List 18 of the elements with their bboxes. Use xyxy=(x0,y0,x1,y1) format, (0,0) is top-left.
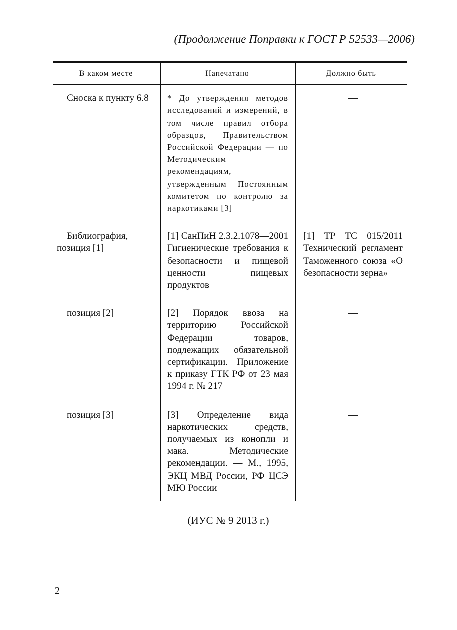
caption: (ИУС № 9 2013 г.) xyxy=(186,516,270,527)
table-cell-text: [1] СанПиН 2.3.2.1078—2001 Гигиенические требования к безопасности и пищевой ценности пищевых продуктов xyxy=(166,231,290,292)
table-cell-text: позиция [3] xyxy=(66,410,116,422)
table-cell-text: Сноска к пункту 6.8 xyxy=(66,93,150,106)
table-cell-text: — xyxy=(347,93,360,106)
running-header: (Продолжение Поправки к ГОСТ Р 52533—2006) xyxy=(174,34,415,46)
table-cell-text: * До утверждения методов исследований и измерений, в том числе правил отбора образцов, Правительством Российской Федерации — по Методическим рекомендациям, утвержденным Постоянным комитетом по контролю за наркотиками [3] xyxy=(166,93,290,216)
table-cell-text: — xyxy=(347,308,360,320)
table-cell-text: Библиография, позиция [1] xyxy=(56,231,130,256)
table-cell-text: [1] ТР ТС 015/2011 Технический регламент Таможенного союза «О безопасности зерна» xyxy=(302,231,404,280)
table-cell-text: [2] Порядок ввоза на территорию Российской Федерации товаров, подлежащих обязательной сертификации. Приложение к приказу ГТК РФ от 23 мая 1994 г. № 217 xyxy=(166,308,290,394)
page-number: 2 xyxy=(55,586,60,597)
table-cell-text: позиция [2] xyxy=(66,308,116,320)
column-header: Должно быть xyxy=(295,62,407,85)
table-cell-text: — xyxy=(347,410,360,422)
table-cell-text: [3] Определение вида наркотических средств, получаемых из конопли и мака. Методические рекомендации. — М., 1995, ЭКЦ МВД России, РФ ЦСЭ МЮ России xyxy=(166,410,290,496)
column-header: В каком месте xyxy=(53,62,160,85)
column-header: Напечатано xyxy=(160,62,295,85)
